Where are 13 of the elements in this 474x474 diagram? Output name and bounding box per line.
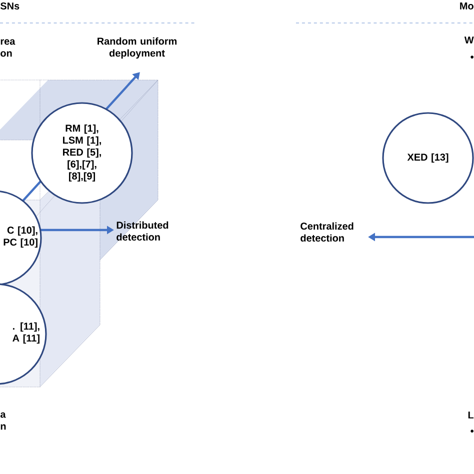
axis-label: SNs xyxy=(0,2,20,10)
circle-node: XED [13] xyxy=(382,112,474,204)
axis-label: Distributed detection xyxy=(116,221,168,241)
axis-label: Mo xyxy=(460,2,474,10)
circle-node: RM [1], LSM [1], RED [5], [6],[7], [8],[9] xyxy=(31,102,133,204)
axis-label: W xyxy=(464,36,474,44)
axis-label: L xyxy=(468,412,474,418)
axis-label: rea on xyxy=(0,39,16,57)
axis-label: Random uniform deployment xyxy=(98,37,177,59)
axis-label: Centralized detection xyxy=(300,222,354,242)
axis-label: a n xyxy=(0,412,6,430)
axis-label: • xyxy=(470,430,474,432)
axis-label: • xyxy=(470,56,474,58)
